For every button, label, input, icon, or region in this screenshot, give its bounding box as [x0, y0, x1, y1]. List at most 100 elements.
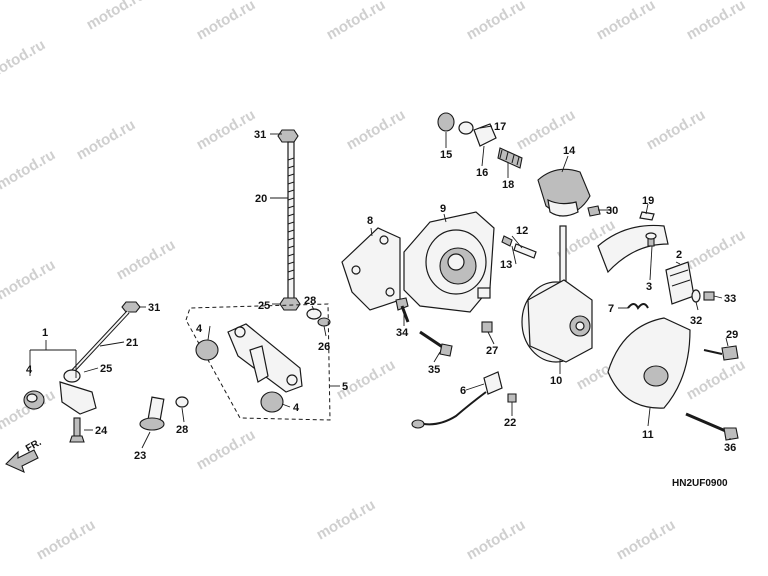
- bolt-23-head: [139, 417, 165, 431]
- spring-18: [497, 147, 523, 169]
- callout-24: 24: [95, 425, 108, 437]
- callout-labels: 31 20 25 28 26 31 1 21 25 4 24 4 4 5 23 …: [26, 121, 738, 489]
- nut-31-top: [277, 129, 299, 143]
- watermark-text: motod.ru: [84, 0, 149, 33]
- watermark-text: motod.ru: [314, 496, 379, 543]
- control-arm-assembly-1: [23, 301, 141, 443]
- callout-31: 31: [254, 129, 266, 141]
- guide-16: [473, 123, 497, 147]
- watermark-text: motod.ru: [114, 236, 179, 283]
- arm-1-body: [59, 381, 97, 415]
- watermark-text: motod.ru: [324, 0, 389, 43]
- sensor-6: [411, 371, 517, 429]
- washer-28-rod: [306, 308, 322, 320]
- callout-35: 35: [428, 364, 440, 376]
- callout-10: 10: [550, 375, 562, 387]
- callout-25: 25: [258, 300, 270, 312]
- watermark-text: motod.ru: [194, 426, 259, 473]
- knob-14: [537, 168, 601, 217]
- callout-36: 36: [724, 442, 736, 454]
- callout-22: 22: [504, 417, 516, 429]
- watermark-text: motod.ru: [684, 356, 749, 403]
- callout-29: 29: [726, 329, 738, 341]
- nut-25-rod: [279, 297, 301, 311]
- watermark-text: motod.ru: [334, 356, 399, 403]
- callout-12: 12: [516, 225, 528, 237]
- watermark-text: motod.ru: [344, 106, 409, 153]
- callout-4: 4: [196, 323, 203, 335]
- bolt-36: [685, 412, 739, 441]
- bolt-29: [703, 345, 739, 361]
- pin-12: [501, 235, 537, 259]
- callout-15: 15: [440, 149, 452, 161]
- front-direction-arrow: FR.: [5, 437, 44, 474]
- callout-17: 17: [494, 121, 506, 133]
- callout-3: 3: [646, 281, 652, 293]
- callout-31: 31: [148, 302, 160, 314]
- callout-19: 19: [642, 195, 654, 207]
- seal-kit: [437, 112, 523, 169]
- watermark-text: motod.ru: [34, 516, 99, 563]
- ball-joint-4-lower: [260, 391, 284, 413]
- group-5-outline: [185, 303, 331, 421]
- callout-4: 4: [26, 364, 33, 376]
- bolt-34: [395, 297, 410, 323]
- callout-20: 20: [255, 193, 267, 205]
- callout-18: 18: [502, 179, 514, 191]
- watermark-text: motod.ru: [684, 0, 749, 43]
- callout-5: 5: [342, 381, 348, 393]
- callout-26: 26: [318, 341, 330, 353]
- callout-2: 2: [676, 249, 682, 261]
- link-lower: [249, 345, 269, 383]
- watermark-text: motod.ru: [0, 146, 58, 193]
- bolt-35: [419, 330, 453, 357]
- callout-27: 27: [486, 345, 498, 357]
- callout-1: 1: [42, 327, 48, 339]
- arrow-icon: [5, 449, 39, 474]
- callout-23: 23: [134, 450, 146, 462]
- callout-16: 16: [476, 167, 488, 179]
- diagram-code: HN2UF0900: [672, 478, 728, 489]
- washer-32-bolt-33: [691, 289, 715, 303]
- watermark-text: motod.ru: [0, 36, 48, 83]
- bracket-8: [341, 227, 401, 311]
- rod-20: [287, 141, 295, 301]
- callout-4: 4: [293, 402, 300, 414]
- pin-3: [645, 232, 657, 247]
- watermark-text: motod.ru: [194, 0, 259, 43]
- watermark-text: motod.ru: [194, 106, 259, 153]
- seal-15: [437, 112, 455, 132]
- washer-28-lower: [175, 396, 189, 408]
- callout-7: 7: [608, 303, 614, 315]
- callout-32: 32: [690, 315, 702, 327]
- spring-7: [627, 303, 649, 310]
- callout-6: 6: [460, 385, 466, 397]
- bolt-23-shank: [147, 396, 165, 422]
- watermark-text: motod.ru: [684, 226, 749, 273]
- callout-33: 33: [724, 293, 736, 305]
- callout-9: 9: [440, 203, 446, 215]
- ring-17: [458, 121, 474, 135]
- callout-28: 28: [304, 295, 316, 307]
- callout-34: 34: [396, 327, 409, 339]
- callout-30: 30: [606, 205, 618, 217]
- watermark-text: motod.ru: [614, 516, 679, 563]
- watermark-text: motod.ru: [594, 0, 659, 43]
- joint-25: [63, 369, 81, 383]
- rod-assembly-20: [277, 129, 331, 327]
- watermark-text: motod.ru: [74, 116, 139, 163]
- callout-28: 28: [176, 424, 188, 436]
- callout-14: 14: [563, 145, 576, 157]
- callout-11: 11: [642, 429, 654, 441]
- housing-9: [403, 211, 495, 313]
- leader-lines: [29, 125, 731, 449]
- pivot-bolt-23: [139, 396, 189, 431]
- callout-25: 25: [100, 363, 112, 375]
- nut-31-left: [121, 301, 141, 313]
- screw-30: [587, 205, 601, 217]
- cover-11: [607, 317, 691, 409]
- shift-housing-10: [521, 225, 593, 363]
- bolt-24: [73, 417, 81, 437]
